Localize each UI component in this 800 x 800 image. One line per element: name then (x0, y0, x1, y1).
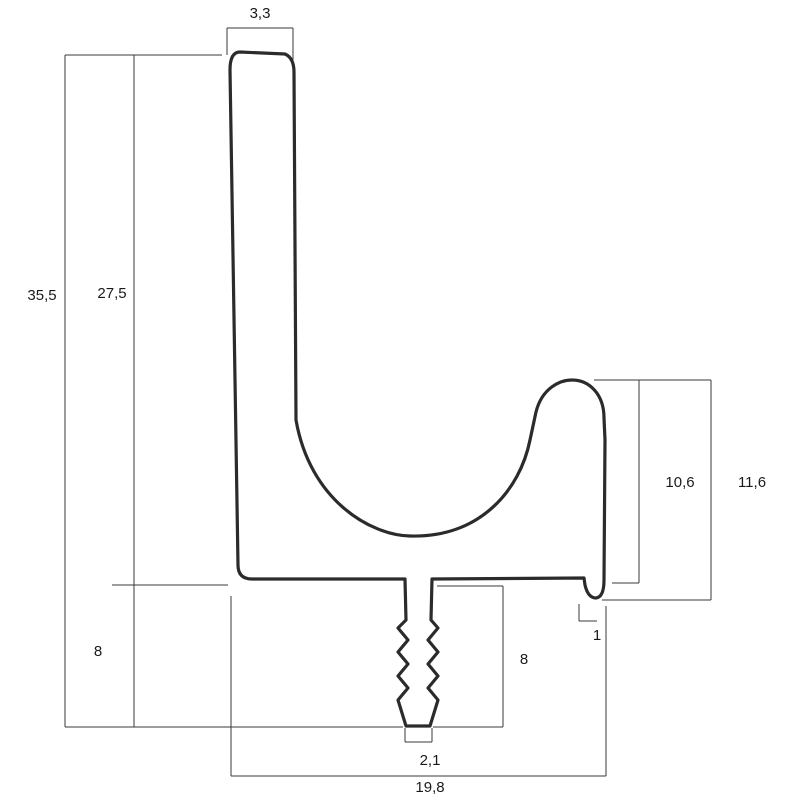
dimension-stem-width: 2,1 (404, 728, 441, 769)
seal-profile-outline (228, 50, 607, 728)
label-stem-width: 2,1 (420, 752, 441, 769)
dimension-lip-outer-height: 11,6 (602, 379, 766, 601)
label-total-width: 19,8 (415, 779, 444, 796)
dimension-lip-offset: 1 (578, 604, 601, 644)
label-top-width: 3,3 (250, 5, 271, 22)
dimension-total-height: 35,5 (27, 54, 403, 728)
label-upper-height: 27,5 (97, 285, 126, 302)
dimension-upper-height: 27,5 (97, 55, 228, 586)
dimension-lower-height-right: 8 (433, 585, 528, 728)
label-lower-height-right: 8 (520, 651, 528, 668)
label-lip-inner-height: 10,6 (665, 474, 694, 491)
dimension-lip-inner-height: 10,6 (594, 379, 695, 584)
label-lip-outer-height: 11,6 (738, 474, 766, 491)
dimension-lower-height-left: 8 (94, 585, 135, 727)
dimension-top-width: 3,3 (226, 5, 294, 60)
label-lower-height-left: 8 (94, 643, 102, 660)
label-lip-offset: 1 (593, 627, 601, 644)
dimension-total-width: 19,8 (230, 596, 607, 796)
label-total-height: 35,5 (27, 287, 56, 304)
